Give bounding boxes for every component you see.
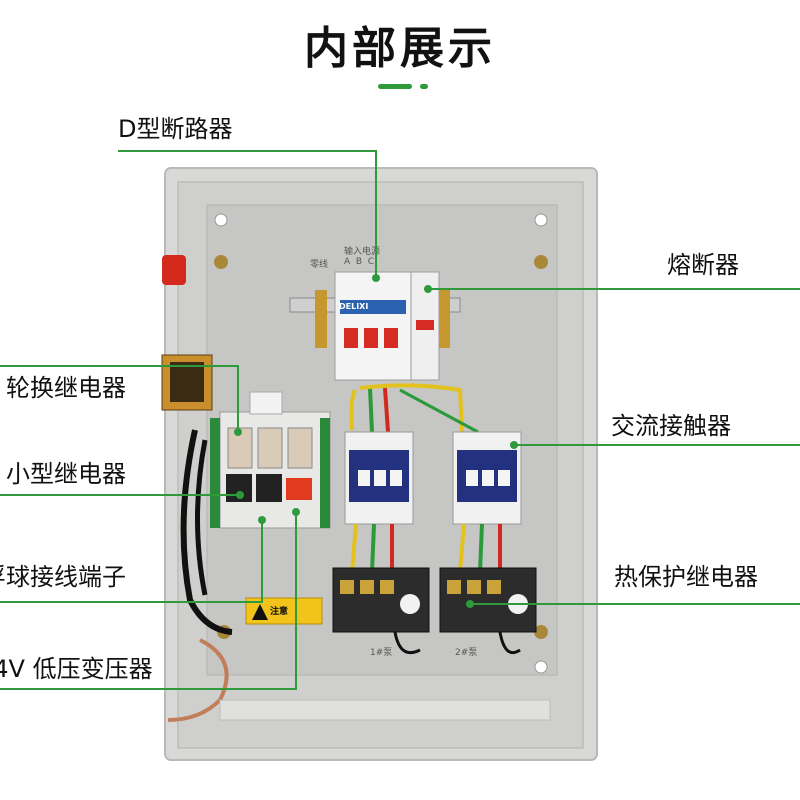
callout-dot-transformer [292,508,300,516]
callout-line-fuse [428,288,800,290]
callout-dot-d-breaker [372,274,380,282]
callout-line-float-terminal-h [0,601,262,603]
page-title: 内部展示 [304,23,496,74]
label-thermal-relay: 热保护继电器 [614,563,758,591]
input-power-text: 输入电源 [344,247,381,257]
pump2-text: 2#泵 [455,648,478,658]
label-fuse: 熔断器 [667,251,739,279]
callout-line-rotation-relay-h [0,365,238,367]
title-underline-dot [420,84,428,89]
neutral-text: 零线 [310,260,329,270]
label-small-relay: 小型继电器 [6,460,126,488]
callout-dot-rotation-relay [234,428,242,436]
warning-text: 注意 [270,607,289,617]
callout-line-transformer-h [0,688,296,690]
callout-dot-float-terminal [258,516,266,524]
label-contactor: 交流接触器 [611,412,731,440]
callout-line-contactor [514,444,800,446]
label-float-terminal: 浮球接线端子 [0,563,126,591]
label-rotation-relay: 轮换继电器 [6,374,126,402]
label-d-breaker: D型断路器 [118,115,233,143]
callout-line-d-breaker-v [375,150,377,278]
callout-line-thermal-relay [470,603,800,605]
callout-line-float-terminal-v [261,520,263,603]
callout-dot-contactor [510,441,518,449]
label-transformer: 24V 低压变压器 [0,655,153,683]
callout-dot-small-relay [236,491,244,499]
callout-dot-fuse [424,285,432,293]
brand-text: DELIXI [339,302,369,311]
callout-line-small-relay [0,494,240,496]
pump1-text: 1#泵 [370,648,393,658]
phase-letters: A B C [344,257,375,267]
callout-dot-thermal-relay [466,600,474,608]
title-underline-bar [378,84,412,89]
callout-line-rotation-relay-v [237,365,239,432]
callout-line-d-breaker-h [118,150,376,152]
callout-line-transformer-v [295,512,297,690]
